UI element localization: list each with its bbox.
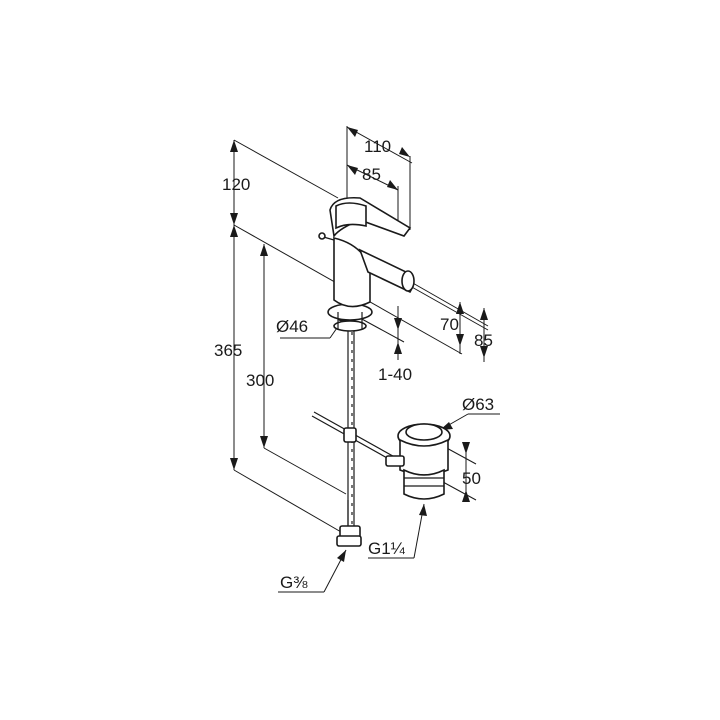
dim-diameter-46: Ø46 [276,317,308,336]
dim-50: 50 [462,469,481,488]
dim-85-height: 85 [474,331,493,350]
pop-up-waste [385,423,451,500]
dim-300: 300 [246,371,274,390]
dimension-lines [230,126,500,593]
dim-365: 365 [214,341,242,360]
thread-g3-8: G⅜ [280,573,308,592]
dim-diameter-63: Ø63 [462,395,494,414]
dim-1-40: 1-40 [378,365,412,384]
thread-g1-1-4: G1¼ [368,539,406,558]
dim-85-width: 85 [362,165,381,184]
bidet-mixer [311,196,415,547]
dimension-labels: 110 85 120 365 300 70 85 Ø46 1-40 Ø63 50… [214,137,494,592]
dim-120: 120 [222,175,250,194]
dim-70: 70 [440,315,459,334]
dim-110: 110 [364,137,391,156]
